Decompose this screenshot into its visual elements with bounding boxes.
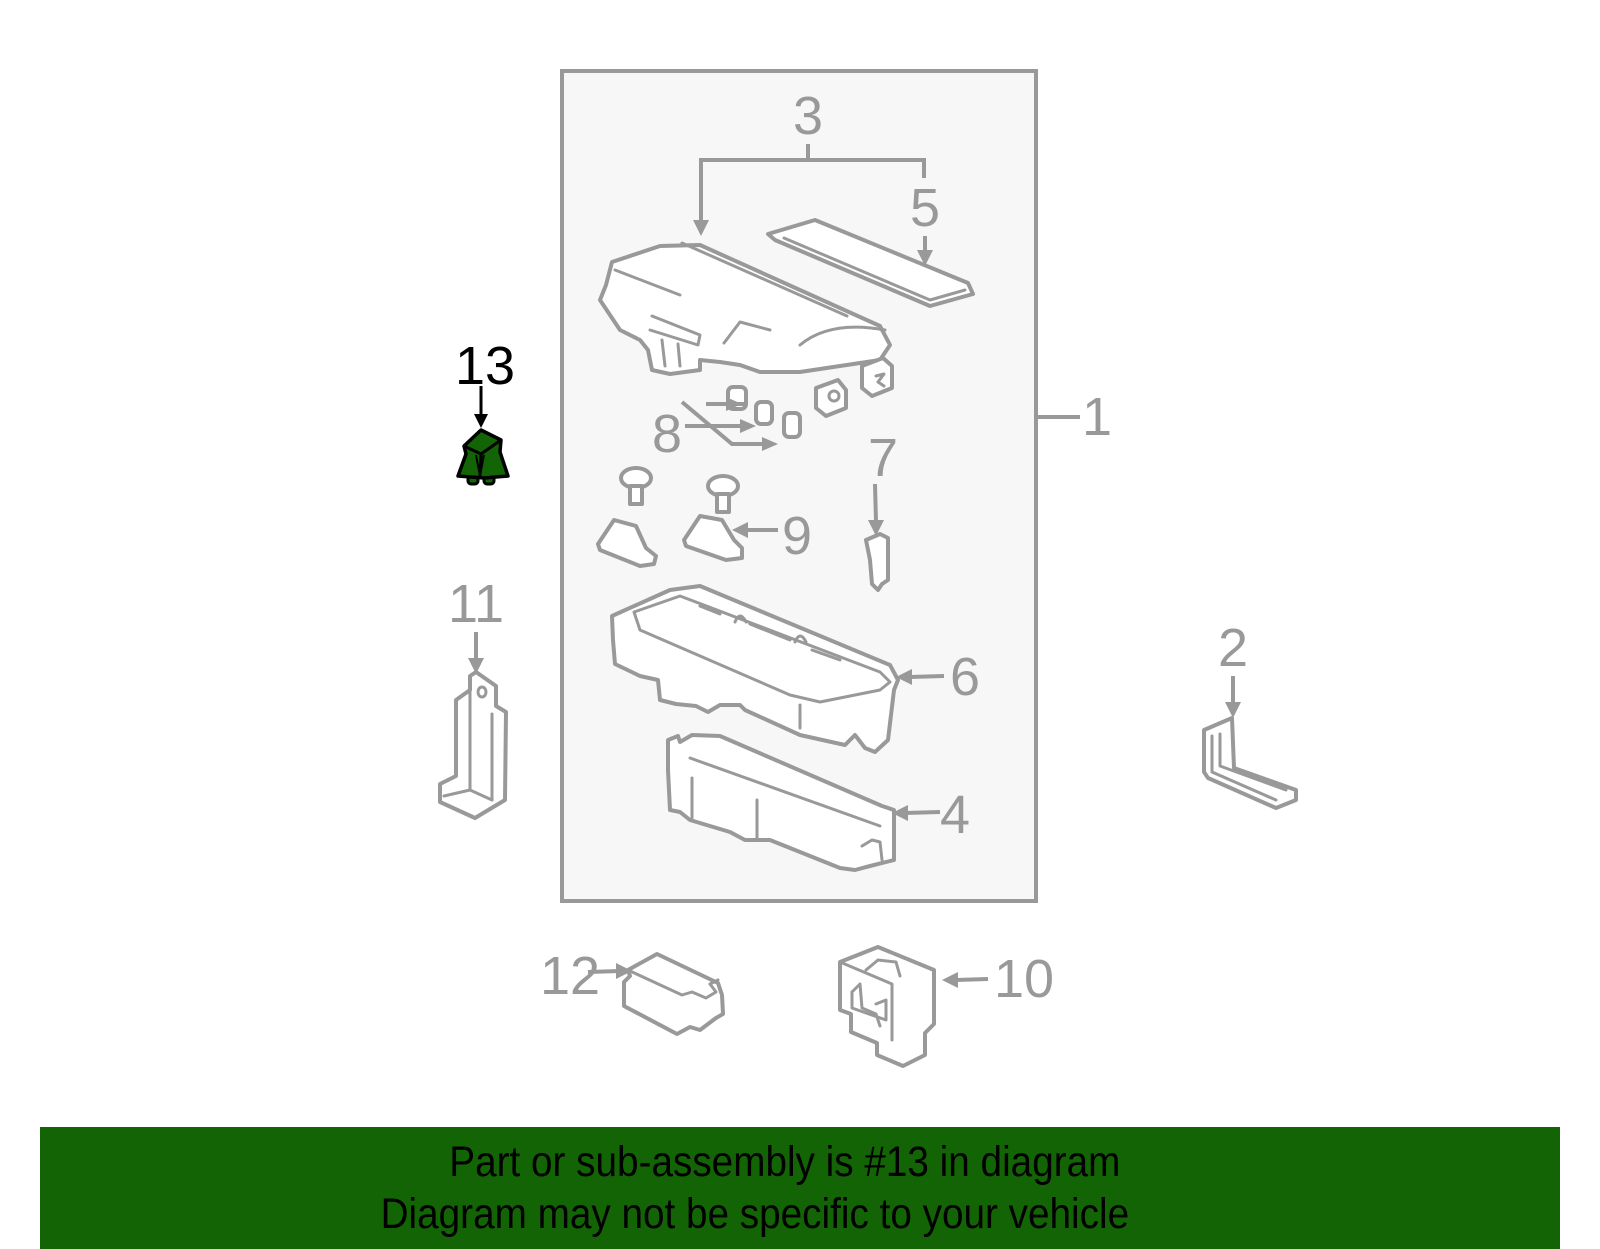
fuse-box-body bbox=[610, 584, 900, 754]
callout-11-group: 11 bbox=[448, 574, 504, 674]
callout-2[interactable]: 2 bbox=[1218, 618, 1248, 678]
callout-12-group: 12 bbox=[540, 946, 632, 1006]
cover-label-strip bbox=[766, 218, 975, 308]
callout-3-leader: 3 bbox=[693, 86, 926, 236]
callout-4[interactable]: 4 bbox=[940, 785, 970, 845]
clip-right bbox=[682, 514, 744, 562]
small-block-a bbox=[814, 378, 848, 418]
relay-13-highlighted[interactable] bbox=[456, 428, 510, 486]
callout-9[interactable]: 9 bbox=[782, 506, 812, 566]
callout-12[interactable]: 12 bbox=[540, 946, 600, 1006]
lower-cover bbox=[666, 733, 896, 872]
upper-cover bbox=[598, 241, 892, 376]
callout-5[interactable]: 5 bbox=[910, 178, 940, 238]
vehicle-fit-banner: Part or sub-assembly is #13 in diagram D… bbox=[40, 1127, 1560, 1249]
callout-6[interactable]: 6 bbox=[950, 647, 980, 707]
callout-8[interactable]: 8 bbox=[652, 404, 682, 464]
callout-10-group: 10 bbox=[942, 949, 1054, 1009]
callout-9-group: 9 bbox=[732, 506, 812, 566]
callout-7-group: 7 bbox=[868, 428, 898, 536]
callout-6-group: 6 bbox=[896, 647, 980, 707]
callout-4-group: 4 bbox=[892, 785, 970, 845]
relay-small-12 bbox=[622, 952, 725, 1036]
callout-10[interactable]: 10 bbox=[994, 949, 1054, 1009]
mini-fuses bbox=[726, 385, 802, 439]
callout-2-group: 2 bbox=[1218, 618, 1248, 718]
banner-part-reference: Part or sub-assembly is #13 in diagram bbox=[449, 1138, 1121, 1186]
l-bracket-2 bbox=[1202, 716, 1298, 810]
bolt-right bbox=[706, 474, 740, 514]
callout-1[interactable]: 1 bbox=[1082, 387, 1112, 447]
callout-7[interactable]: 7 bbox=[868, 428, 898, 488]
small-block-b bbox=[860, 356, 894, 398]
banner-disclaimer: Diagram may not be specific to your vehi… bbox=[380, 1190, 1130, 1238]
callout-8-group: 8 bbox=[652, 397, 778, 464]
callout-5-group: 5 bbox=[910, 178, 940, 266]
relay-connector-10 bbox=[838, 945, 936, 1068]
callout-13-group: 13 bbox=[455, 336, 515, 428]
fuse-puller bbox=[864, 532, 890, 592]
callout-13[interactable]: 13 bbox=[455, 336, 515, 396]
bolt-left bbox=[619, 466, 653, 506]
clip-left bbox=[596, 518, 658, 568]
callout-3[interactable]: 3 bbox=[793, 86, 823, 146]
mounting-bracket-11 bbox=[438, 670, 508, 820]
callout-11[interactable]: 11 bbox=[448, 574, 504, 634]
